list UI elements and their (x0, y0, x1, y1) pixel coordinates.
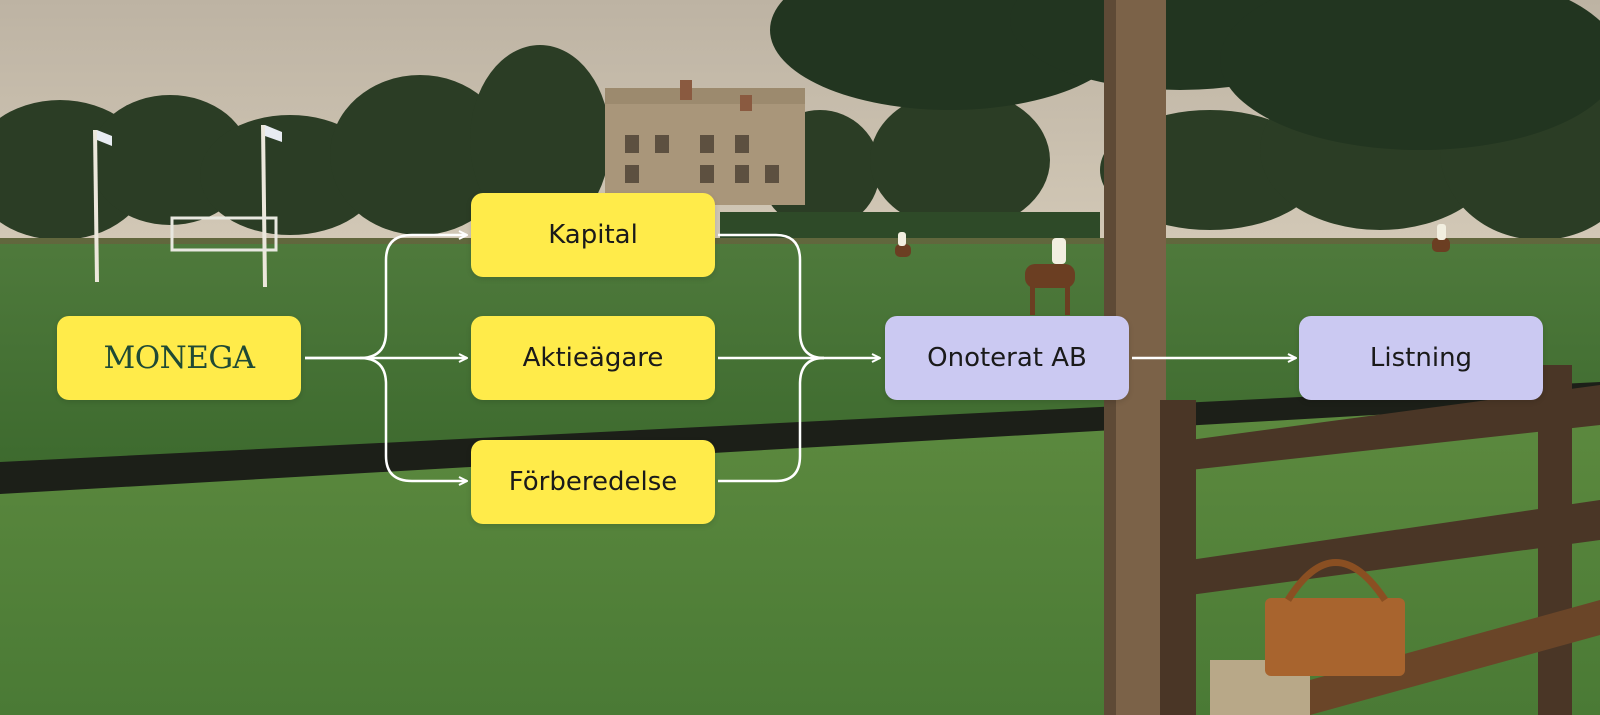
node-forberedelse-label: Förberedelse (508, 467, 678, 497)
node-aktieagare: Aktieägare (471, 316, 715, 400)
node-monega: MONEGA (57, 316, 301, 400)
monega-logo: MONEGA (103, 340, 255, 376)
node-onoterat-ab: Onoterat AB (885, 316, 1129, 400)
node-onoterat-ab-label: Onoterat AB (927, 343, 1087, 373)
node-listning: Listning (1299, 316, 1543, 400)
node-kapital: Kapital (471, 193, 715, 277)
node-aktieagare-label: Aktieägare (522, 343, 664, 373)
node-listning-label: Listning (1369, 343, 1473, 373)
node-kapital-label: Kapital (548, 220, 638, 250)
node-forberedelse: Förberedelse (471, 440, 715, 524)
